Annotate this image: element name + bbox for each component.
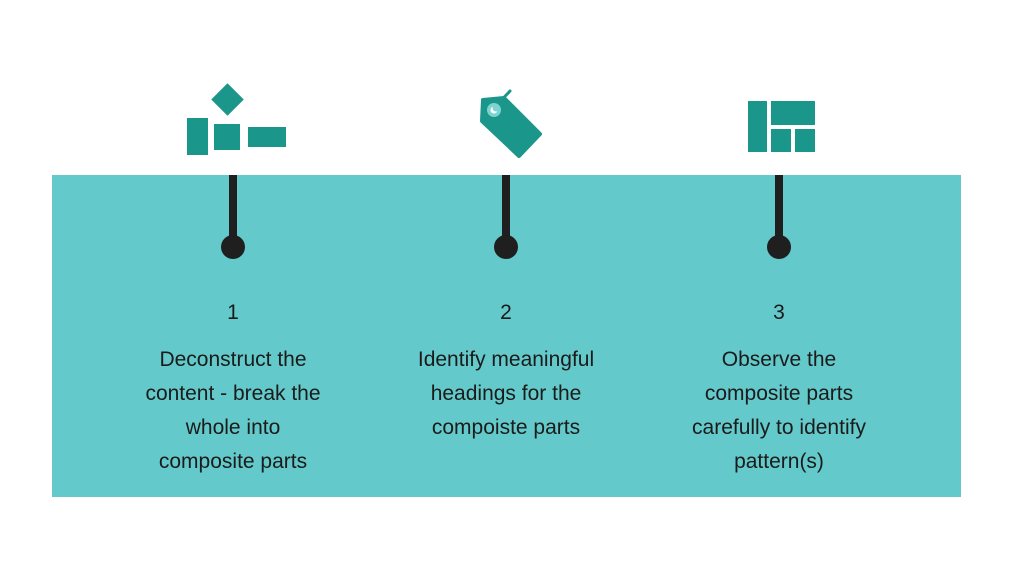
step-1-line-2: content - break the bbox=[145, 382, 321, 405]
step-3-line-4: pattern(s) bbox=[734, 450, 824, 473]
step-3-line-2: composite parts bbox=[704, 382, 854, 405]
layout-grid-icon bbox=[748, 101, 816, 153]
step-2-stem bbox=[502, 175, 510, 243]
step-1-line-1: Deconstruct the bbox=[159, 348, 307, 371]
step-2-description: Identify meaningful headings for the com… bbox=[386, 343, 626, 445]
step-1-number: 1 bbox=[227, 301, 239, 324]
scattered-blocks-icon bbox=[186, 82, 288, 156]
step-2-dot bbox=[494, 235, 518, 259]
step-1-stem bbox=[229, 175, 237, 243]
step-1-line-3: whole into bbox=[185, 416, 281, 439]
step-3-dot bbox=[767, 235, 791, 259]
step-2-number: 2 bbox=[500, 301, 512, 324]
step-2-line-2: headings for the bbox=[430, 382, 582, 405]
step-1-dot bbox=[221, 235, 245, 259]
step-2-line-3: compoiste parts bbox=[431, 416, 581, 439]
step-1-line-4: composite parts bbox=[158, 450, 308, 473]
step-3-stem bbox=[775, 175, 783, 243]
price-tag-icon bbox=[474, 88, 548, 162]
step-1-description: Deconstruct the content - break the whol… bbox=[113, 343, 353, 479]
step-3-line-1: Observe the bbox=[721, 348, 837, 371]
step-3-description: Observe the composite parts carefully to… bbox=[659, 343, 899, 479]
step-3-number: 3 bbox=[773, 301, 785, 324]
step-3-line-3: carefully to identify bbox=[692, 416, 866, 439]
step-2-line-1: Identify meaningful bbox=[417, 348, 595, 371]
